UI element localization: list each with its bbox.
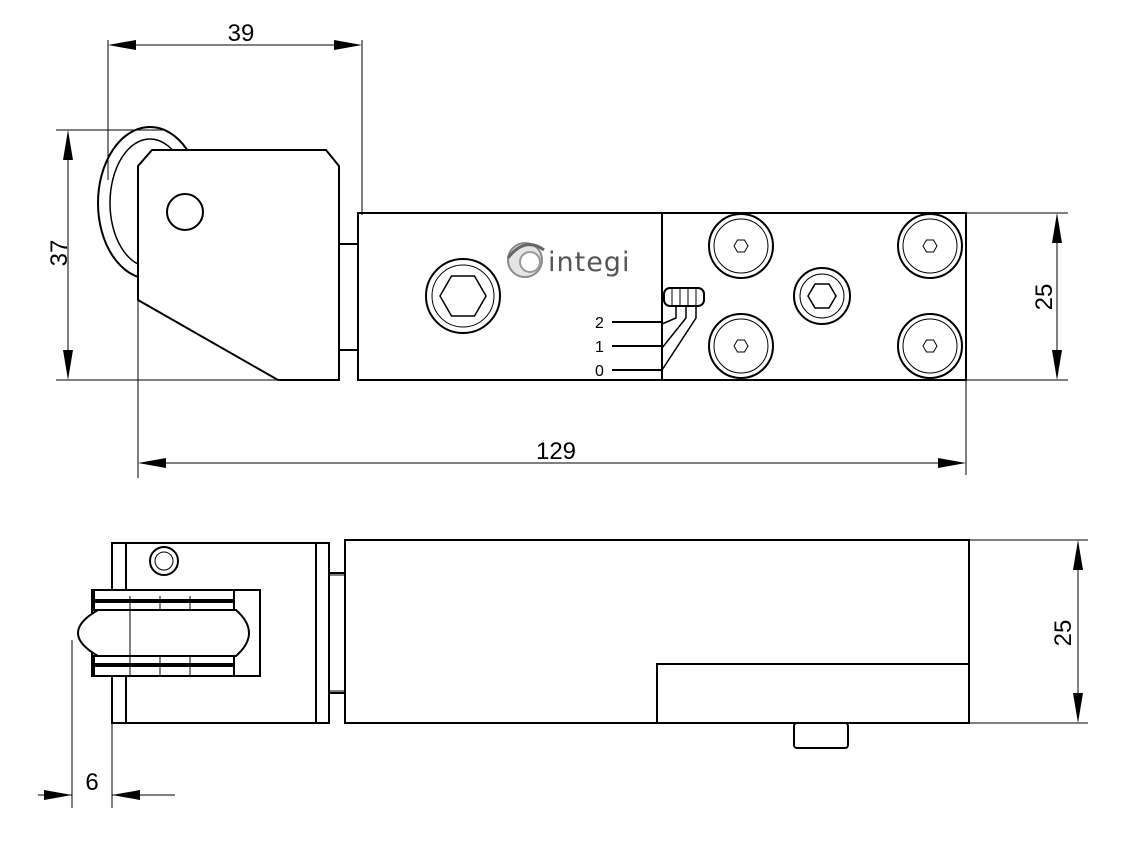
socket-screw-icon [897,313,963,379]
logo-text: integi [548,247,630,278]
level-1-label: 1 [595,339,604,356]
side-bolt-icon [149,546,179,576]
dim-label-39: 39 [228,20,255,47]
dim-offset-6: 6 [38,640,175,808]
side-bottom-pin [793,722,849,749]
level-0-label: 0 [595,363,604,380]
position-indicator [661,287,705,371]
position-labels: 2 1 0 [595,315,662,380]
side-view [77,539,970,749]
dim-height-37: 37 [46,129,280,381]
level-2-label: 2 [595,315,604,332]
bracket-bolt-icon [166,193,204,231]
dim-label-6: 6 [85,769,98,796]
socket-screw-icon [708,313,774,379]
socket-screw-icon [708,213,774,279]
dim-height-25-top: 25 [966,212,1068,381]
dim-label-37: 37 [46,240,73,267]
dim-label-25-side: 25 [1050,620,1077,647]
dim-label-129: 129 [536,438,576,465]
wheel-side [77,589,250,677]
integi-logo: integi [506,242,630,278]
dim-width-39: 39 [107,20,363,215]
bracket-plate [137,149,340,381]
dim-length-129: 129 [137,300,967,478]
hex-bolt-icon [425,258,501,334]
dim-label-25-top: 25 [1031,284,1058,311]
top-view: integi [97,126,967,381]
socket-screw-icon [897,213,963,279]
center-screw-icon [793,267,851,325]
dim-height-25-side: 25 [969,539,1088,724]
connector-spacer [338,243,359,351]
